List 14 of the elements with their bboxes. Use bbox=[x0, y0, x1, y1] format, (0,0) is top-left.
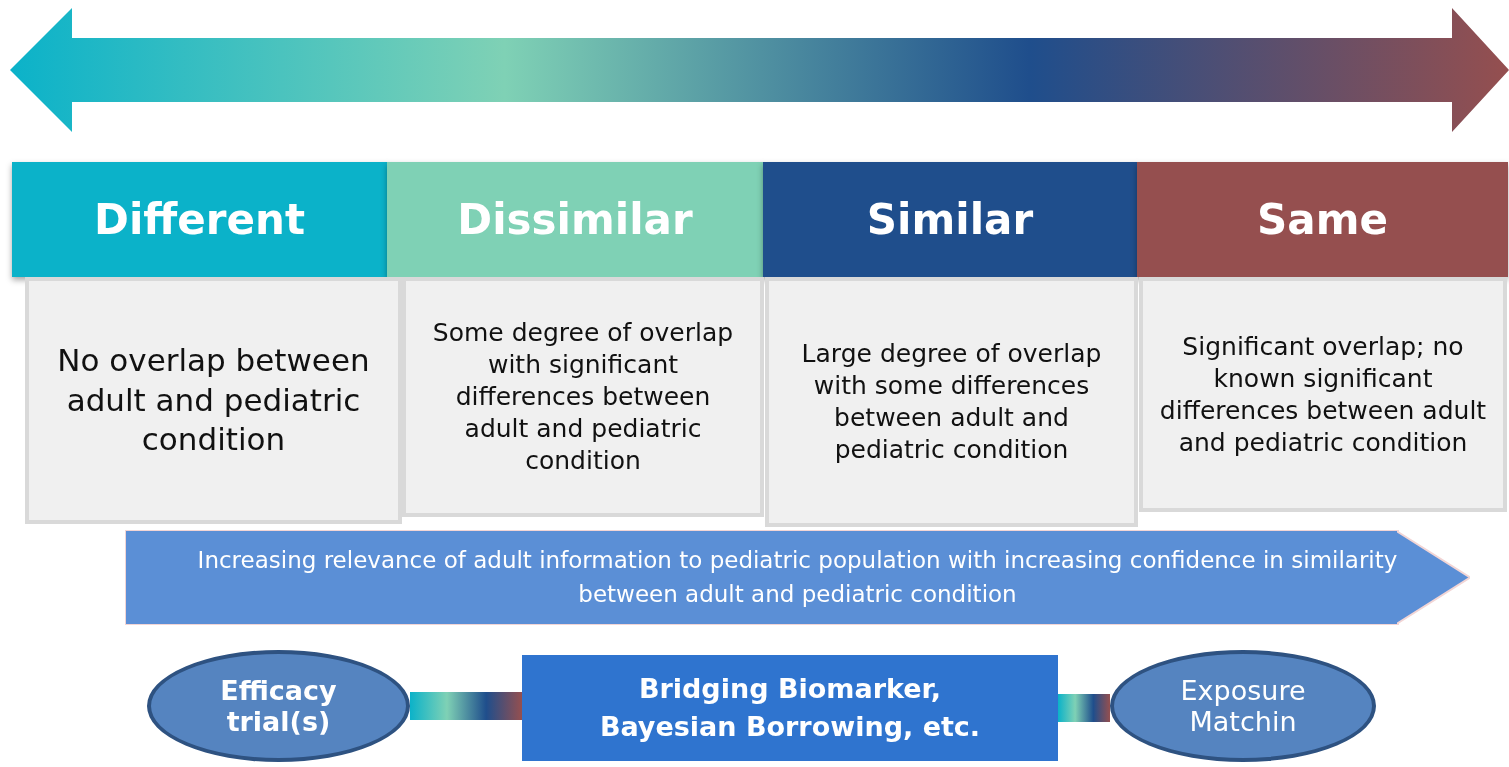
header-box: Similar bbox=[763, 162, 1137, 277]
connector-bar bbox=[410, 692, 522, 720]
arrow-banner: Increasing relevance of adult information to pediatric population with increasing confidence in similarity between adult and pediatric condition bbox=[125, 530, 1470, 625]
description-box: Some degree of overlap with significant differences between adult and pediatric condition bbox=[402, 277, 764, 517]
description-box: Large degree of overlap with some differences between adult and pediatric condition bbox=[765, 277, 1138, 527]
description-box: Significant overlap; no known significant differences between adult and pediatric condition bbox=[1139, 277, 1507, 512]
header-box: Same bbox=[1137, 162, 1508, 277]
process-box: Bridging Biomarker, Bayesian Borrowing, etc. bbox=[522, 655, 1058, 761]
connector-bar bbox=[1058, 694, 1110, 722]
oval-node: Efficacy trial(s) bbox=[147, 650, 410, 762]
oval-node: Exposure Matchin bbox=[1110, 650, 1376, 762]
header-box: Dissimilar bbox=[387, 162, 763, 277]
header-box: Different bbox=[12, 162, 387, 277]
description-box: No overlap between adult and pediatric condition bbox=[25, 277, 402, 524]
